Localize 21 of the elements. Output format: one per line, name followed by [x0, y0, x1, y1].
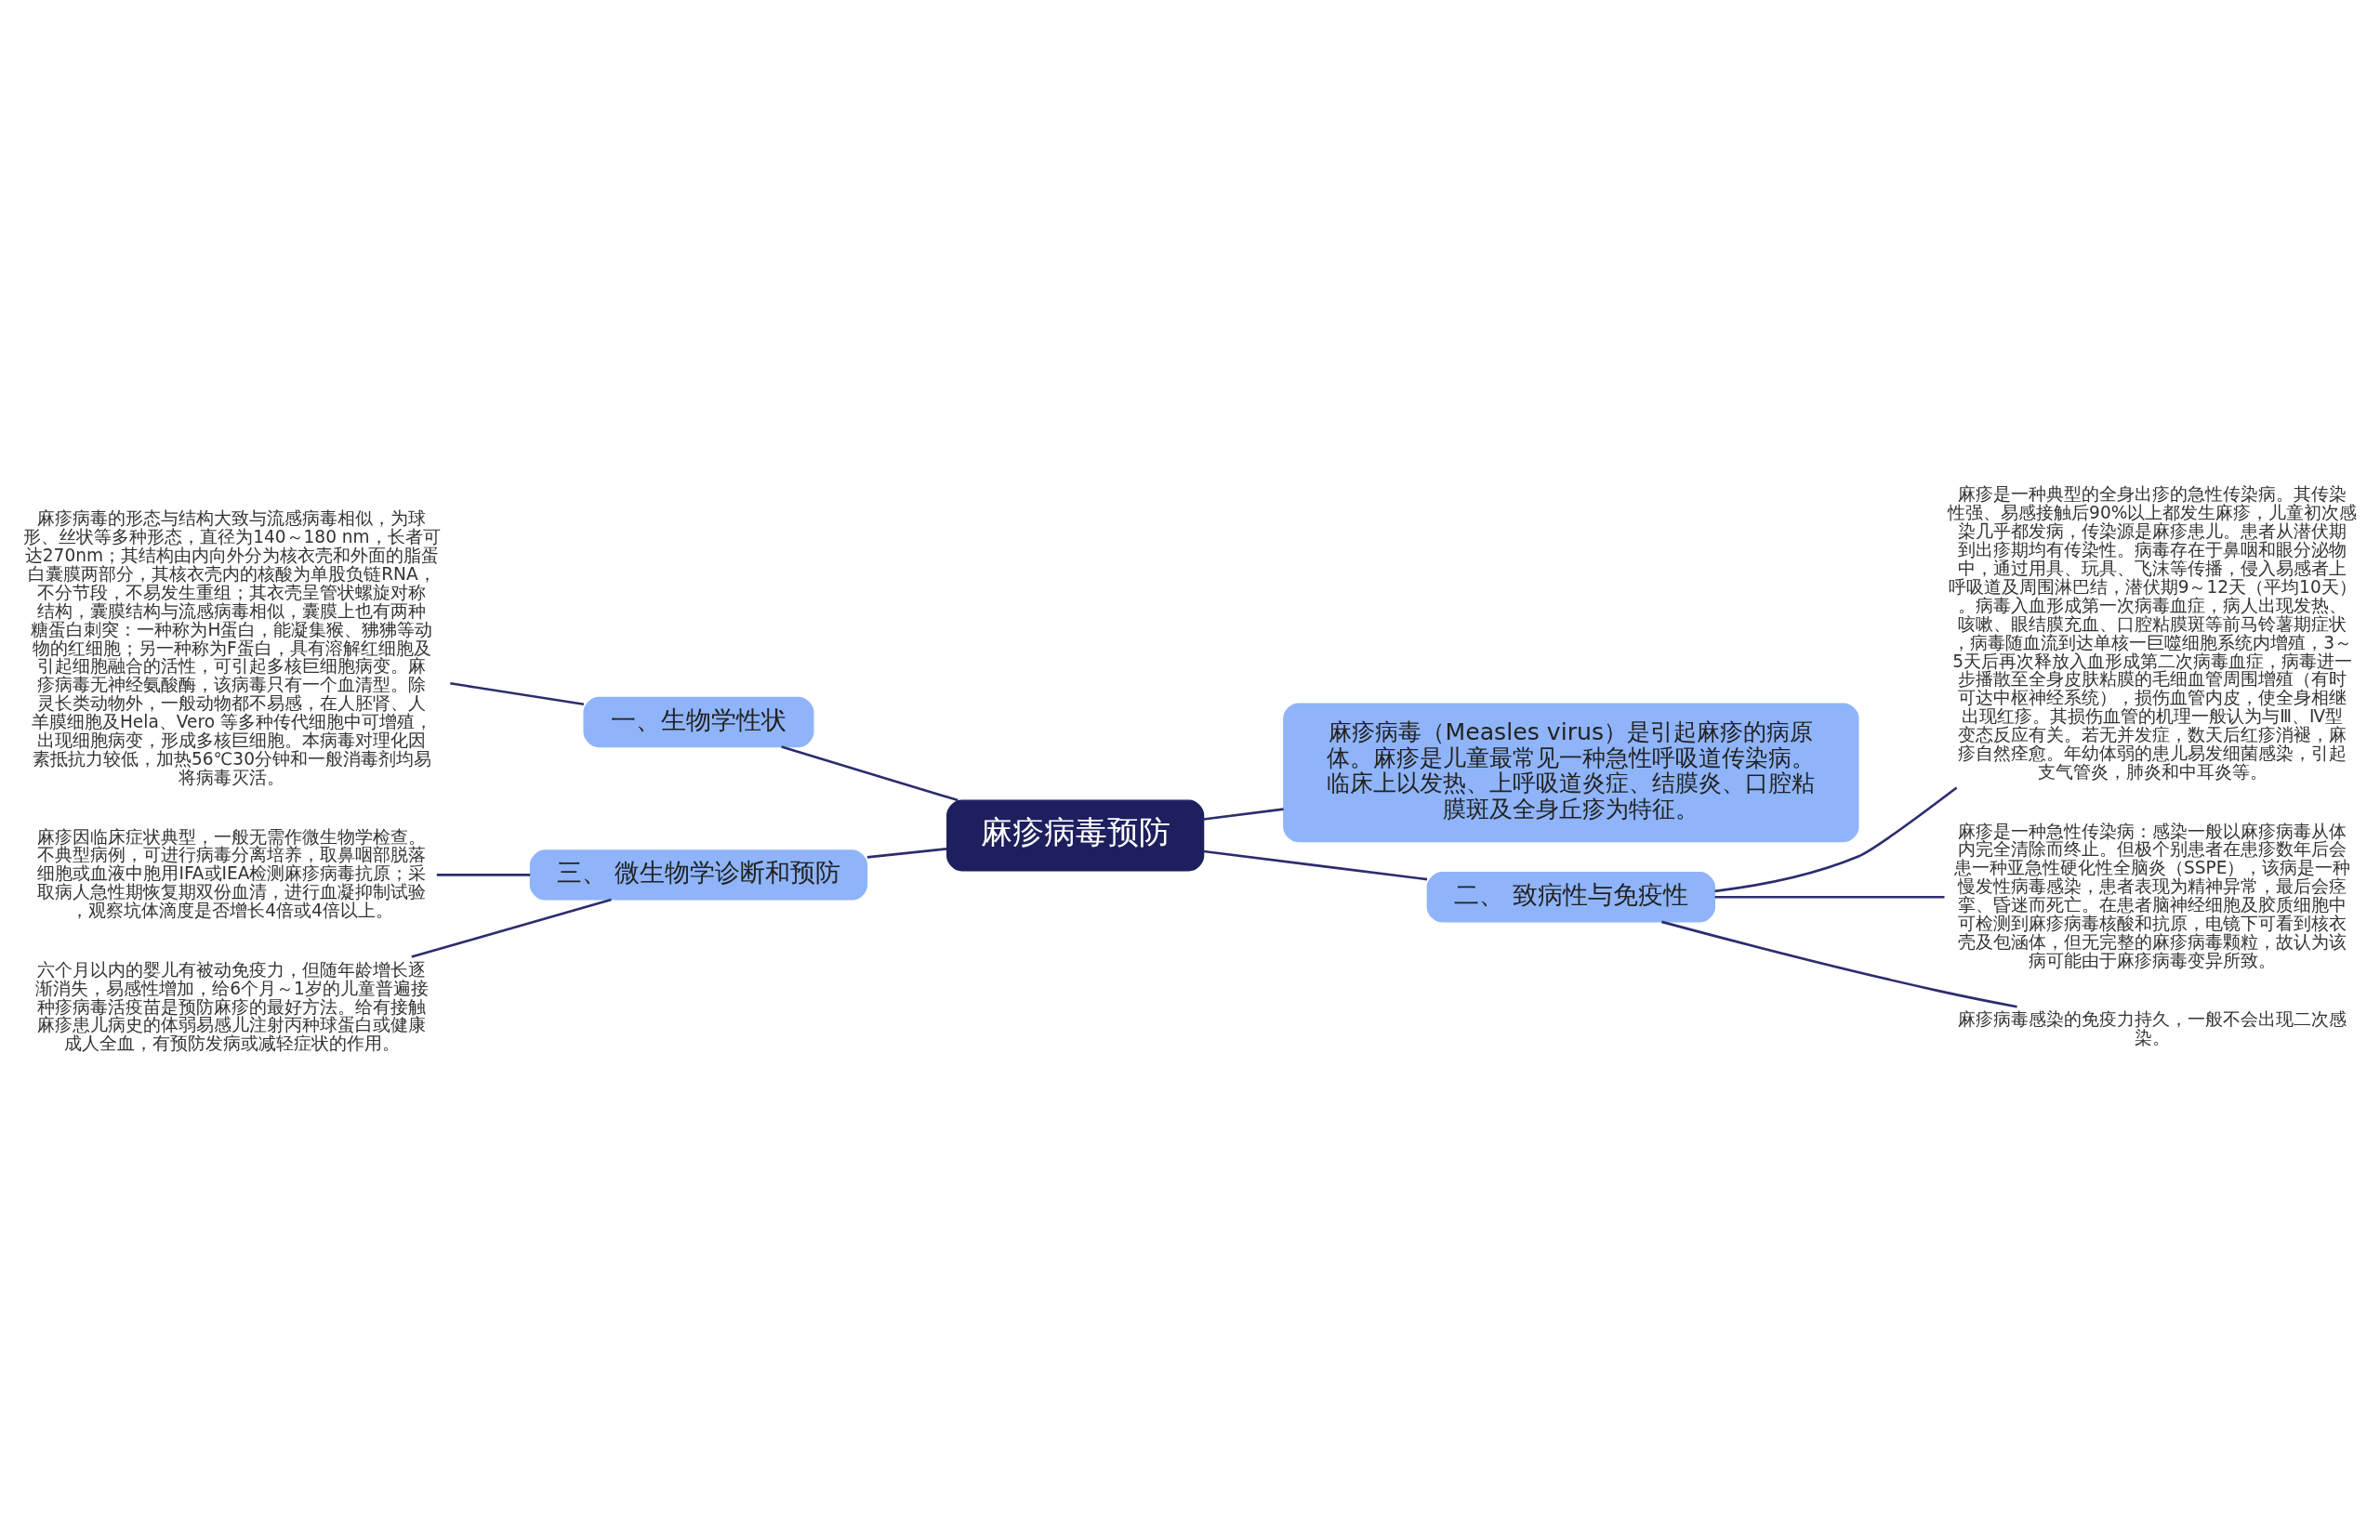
node-box: 麻疹病毒（Measles virus）是引起麻疹的病原体。麻疹是儿童最常见一种急性呼吸道传染病。临床上以发热、上呼吸道炎症、结膜炎、口腔粘膜斑及全身丘疹为特征。: [1283, 702, 1859, 842]
connector: [436, 873, 531, 876]
node-box: 二、 致病性与免疫性: [1426, 871, 1716, 922]
node-box: 三、 微生物学诊断和预防: [529, 849, 868, 901]
node-text: 麻疹病毒的形态与结构大致与流感病毒相似，为球形、丝状等多种形态，直径为140～180 nm，长者可达270nm；其结构由内向外分为核衣壳和外面的脂蛋白囊膜两部分，其核衣壳内的核酸为单股负链RNA，不分节段，不易发生重组；其衣壳呈管状螺旋对称结构，囊膜结构与流感病毒相似，囊膜上也有两种糖蛋白刺突：一种称为H蛋白，能凝集猴、狒狒等动物的红细胞；另一种称为F蛋白，具有溶解红细胞及引起细胞融合的活性，可引起多核巨细胞病变。麻疹病毒无神经氨酸酶，该病毒只有一个血清型。除灵长类动物外，一般动物都不易感，在人胚肾、人羊膜细胞及Hela、Vero 等多种传代细胞中可增殖，出现细胞病变，形成多核巨细胞。本病毒对理化因素抵抗力较低，加热56℃30分钟和一般消毒剂均易将病毒灭活。: [23, 507, 441, 787]
connector: [1203, 849, 1428, 880]
node-text: 麻疹是一种急性传染病：感染一般以麻疹病毒从体内完全清除而终止。但极个别患者在患疹数年后会患一种亚急性硬化性全脑炎（SSPE），该病是一种慢发性病毒感染，患者表现为精神异常，最后会痉挛、昏迷而死亡。在患者脑神经细胞及胶质细胞中可检测到麻疹病毒核酸和抗原，电镜下可看到核衣壳及包涵体，但无完整的麻疹病毒颗粒，故认为该病可能由于麻疹病毒变异所致。: [1953, 821, 2351, 970]
node-text: 麻疹是一种典型的全身出疹的急性传染病。其传染性强、易感接触后90%以上都发生麻疹，儿童初次感染几乎都发病，传染源是麻疹患儿。患者从潜伏期到出疹期均有传染性。病毒存在于鼻咽和眼分泌物中，通过用具、玩具、飞沫等传播，侵入易感者上呼吸道及周围淋巴结，潜伏期9～12天（平均10天）。病毒入血形成第一次病毒血症，病人出现发热、咳嗽、眼结膜充血、口腔粘膜斑等前马铃薯期症状，病毒随血流到达单核一巨噬细胞系统内增殖，3～5天后再次释放入血形成第二次病毒血症，病毒进一步播散至全身皮肤粘膜的毛细血管周围增殖（有时可达中枢神经系统），损伤血管内皮，使全身相继出现红疹。其损伤血管的机理一般认为与Ⅲ、Ⅳ型变态反应有关。若无并发症，数天后红疹消褪，麻疹自然痊愈。年幼体弱的患儿易发细菌感染，引起支气管炎，肺炎和中耳炎等。: [1948, 483, 2358, 782]
connector: [1714, 895, 1945, 899]
connector: [450, 681, 585, 705]
connector: [411, 898, 612, 958]
node-text: 六个月以内的婴儿有被动免疫力，但随年龄增长逐渐消失，易感性增加，给6个月～1岁的儿童普遍接种疹病毒活疫苗是预防麻疹的最好方法。给有接触麻疹患儿病史的体弱易感儿注射丙种球蛋白或健康成人全血，有预防发病或减轻症状的作用。: [35, 959, 429, 1053]
connector: [1661, 920, 2017, 1008]
node-box: 一、生物学性状: [583, 696, 814, 747]
connector: [866, 847, 947, 859]
connector: [1714, 785, 1958, 892]
node-box: 麻疹病毒预防: [946, 799, 1205, 871]
connector: [1203, 807, 1284, 821]
connector: [781, 744, 959, 801]
node-text: 麻疹因临床症状典型，一般无需作微生物学检查。不典型病例，可进行病毒分离培养，取鼻咽部脱落细胞或血液中胞用IFA或IEA检测麻疹病毒抗原；采取病人急性期恢复期双份血清，进行血凝抑制试验，观察坑体滴度是否增长4倍或4倍以上。: [37, 826, 427, 920]
node-text: 麻疹病毒感染的免疫力持久，一般不会出现二次感染。: [1958, 1008, 2347, 1047]
